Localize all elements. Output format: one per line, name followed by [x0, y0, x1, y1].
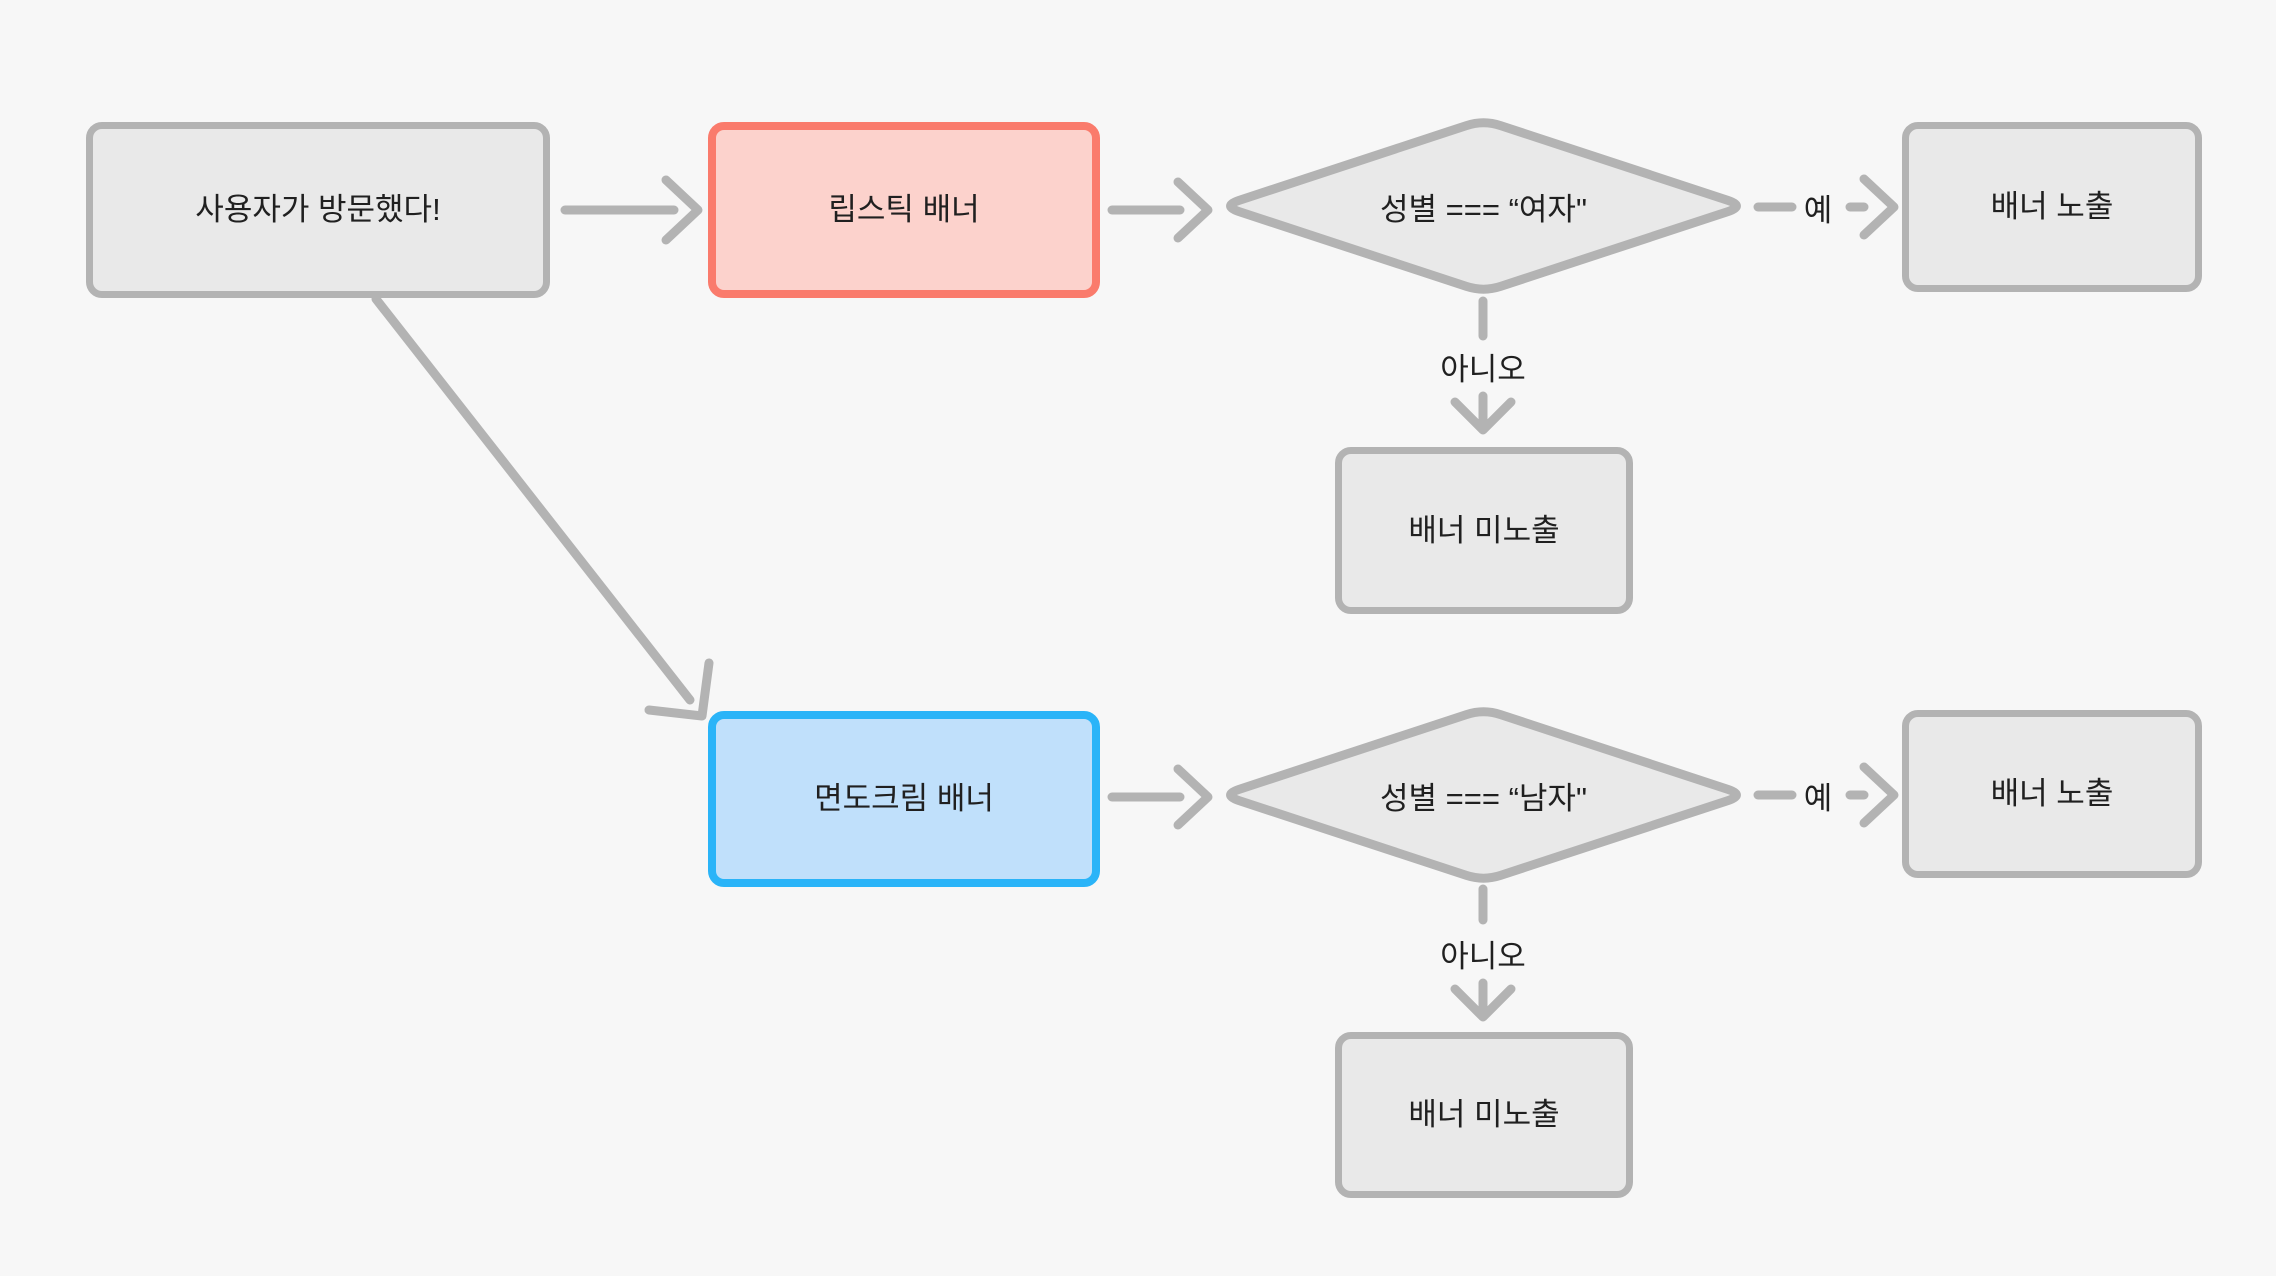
node-banner-hidden-female-label: 배너 미노출: [1408, 512, 1560, 548]
edge-label-yes-male: 예: [1803, 780, 1833, 816]
node-start-label: 사용자가 방문했다!: [195, 192, 441, 228]
node-banner-shown-female-label: 배너 노출: [1990, 189, 2114, 225]
node-banner-shown-male: 배너 노출: [1902, 710, 2202, 878]
node-banner-hidden-male-label: 배너 미노출: [1408, 1097, 1560, 1133]
node-banner-hidden-female: 배너 미노출: [1335, 447, 1633, 614]
arrow-start-to-shaving-shaft: [371, 294, 695, 705]
edge-label-yes-female: 예: [1803, 192, 1833, 228]
node-shaving-cream-banner-label: 면도크림 배너: [814, 781, 994, 817]
arrow-lipstick-to-decision-head: [1173, 177, 1213, 243]
node-lipstick-banner: 립스틱 배너: [708, 122, 1100, 298]
node-start: 사용자가 방문했다!: [86, 122, 550, 298]
edge-no-male-head: [1450, 984, 1516, 1022]
decision-male-label-box: 성별 === “남자": [1242, 711, 1725, 879]
arrow-start-to-shaving-head: [644, 658, 714, 721]
node-banner-shown-male-label: 배너 노출: [1990, 776, 2114, 812]
decision-female-label-box: 성별 === “여자": [1242, 122, 1725, 290]
node-banner-hidden-male: 배너 미노출: [1335, 1032, 1633, 1198]
node-lipstick-banner-label: 립스틱 배너: [828, 192, 980, 228]
node-banner-shown-female: 배너 노출: [1902, 122, 2202, 292]
decision-female-shape: [1226, 118, 1741, 294]
edge-label-no-female: 아니오: [1440, 351, 1526, 387]
arrow-start-to-lipstick-head: [661, 175, 703, 245]
node-shaving-cream-banner: 면도크림 배너: [708, 711, 1100, 887]
edge-label-no-male: 아니오: [1440, 938, 1526, 974]
edge-yes-male-head: [1859, 762, 1899, 828]
decision-male-label: 성별 === “남자": [1380, 780, 1587, 816]
edge-yes-female-head: [1859, 174, 1899, 240]
arrow-shaving-to-decision-head: [1173, 764, 1213, 830]
decision-male-shape: [1226, 707, 1741, 883]
decision-female-label: 성별 === “여자": [1380, 191, 1587, 227]
edge-no-female-head: [1450, 397, 1516, 435]
